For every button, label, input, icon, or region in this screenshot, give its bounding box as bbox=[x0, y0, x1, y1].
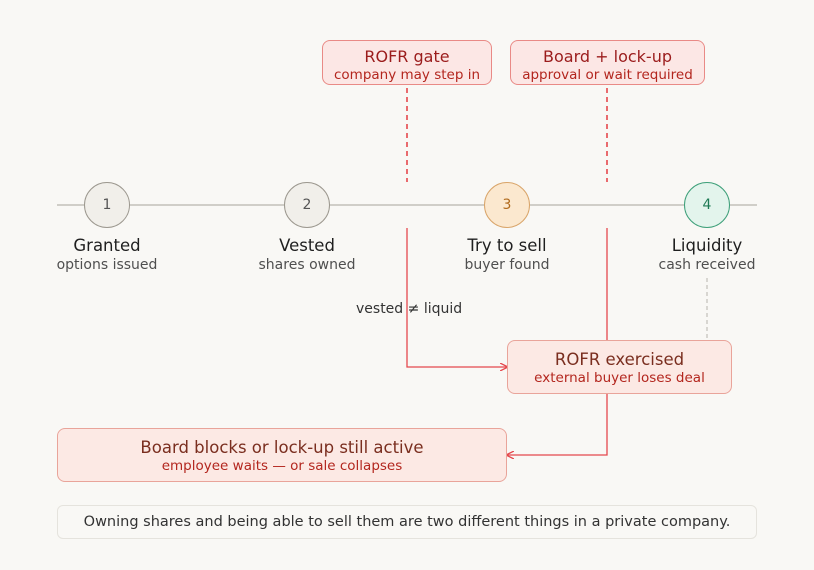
stage-node-granted: 1 bbox=[84, 182, 130, 228]
rofr-gate-title: ROFR gate bbox=[364, 47, 450, 66]
rofr-failure-path bbox=[406, 228, 507, 367]
stage-vested-title: Vested bbox=[279, 236, 335, 255]
stage-try-to-sell: Try to sell buyer found bbox=[427, 235, 587, 274]
stage-granted-title: Granted bbox=[73, 236, 141, 255]
board-blocks-title: Board blocks or lock-up still active bbox=[140, 438, 424, 457]
stage-vested-subtitle: shares owned bbox=[258, 257, 356, 273]
rofr-gate-box: ROFR gate company may step in bbox=[322, 40, 492, 85]
stage-node-liquidity: 4 bbox=[684, 182, 730, 228]
stage-node-try-to-sell: 3 bbox=[484, 182, 530, 228]
board-lockup-gate-box: Board + lock-up approval or wait require… bbox=[510, 40, 705, 85]
stage-granted: Granted options issued bbox=[27, 235, 187, 274]
stage-try-to-sell-subtitle: buyer found bbox=[464, 257, 550, 273]
vested-not-liquid-note: vested ≠ liquid bbox=[356, 301, 463, 317]
stage-liquidity: Liquidity cash received bbox=[627, 235, 787, 274]
board-lockup-gate-title: Board + lock-up bbox=[543, 47, 672, 66]
stage-try-to-sell-title: Try to sell bbox=[467, 236, 547, 255]
caption-note: Owning shares and being able to sell the… bbox=[57, 505, 757, 539]
stage-vested: Vested shares owned bbox=[227, 235, 387, 274]
rofr-gate-subtitle: company may step in bbox=[333, 67, 480, 83]
board-blocks-subtitle: employee waits — or sale collapses bbox=[161, 458, 403, 474]
board-blocks-box: Board blocks or lock-up still active emp… bbox=[57, 428, 507, 482]
rofr-exercised-box: ROFR exercised external buyer loses deal bbox=[507, 340, 732, 394]
stage-node-vested: 2 bbox=[284, 182, 330, 228]
rofr-exercised-title: ROFR exercised bbox=[554, 350, 685, 369]
stage-granted-subtitle: options issued bbox=[56, 257, 158, 273]
board-failure-path bbox=[507, 228, 608, 455]
board-lockup-gate-subtitle: approval or wait required bbox=[522, 67, 693, 83]
stage-liquidity-title: Liquidity bbox=[671, 236, 743, 255]
stage-liquidity-subtitle: cash received bbox=[658, 257, 756, 273]
rofr-exercised-subtitle: external buyer loses deal bbox=[534, 370, 705, 386]
